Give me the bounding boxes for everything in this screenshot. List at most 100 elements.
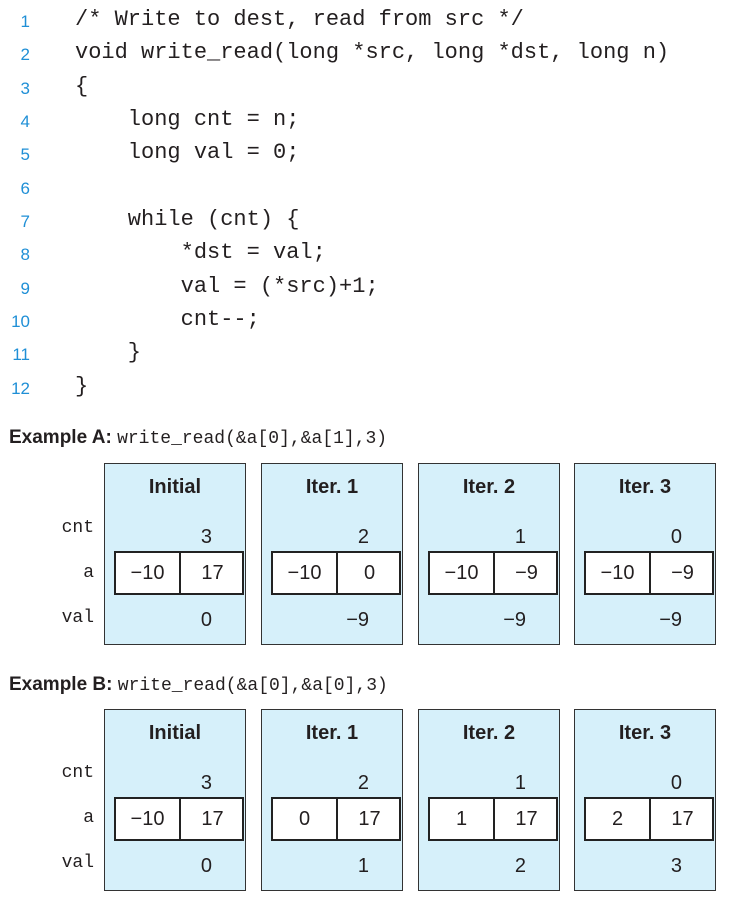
array-box: −10 0: [271, 551, 401, 595]
code-text: }: [75, 374, 89, 399]
val-value: −9: [659, 609, 682, 631]
code-line: 11 }: [0, 338, 742, 371]
cnt-value: 3: [200, 526, 212, 548]
cnt-value: 2: [357, 772, 369, 794]
array-cell-0: 0: [273, 799, 338, 839]
array-box: 1 17: [428, 797, 558, 841]
code-line: 9 val = (*src)+1;: [0, 272, 742, 305]
state-panel: Iter. 2 1 −10 −9 −9: [418, 463, 560, 645]
code-line: 4 long cnt = n;: [0, 105, 742, 138]
row-label-a: a: [83, 808, 94, 828]
array-cell-0: −10: [586, 553, 651, 593]
panel-title: Initial: [148, 476, 202, 498]
example-call: write_read(&a[0],&a[0],3): [117, 676, 388, 696]
array-box: 2 17: [584, 797, 714, 841]
array-cell-0: −10: [430, 553, 495, 593]
example-title: Example B: write_read(&a[0],&a[0],3): [9, 674, 388, 696]
row-label-val: val: [61, 608, 94, 628]
code-text: }: [75, 340, 142, 365]
row-label-cnt: cnt: [61, 763, 94, 783]
example-title: Example A: write_read(&a[0],&a[1],3): [9, 427, 387, 449]
array-box: −10 17: [114, 551, 244, 595]
row-label-cnt: cnt: [61, 518, 94, 538]
code-text: void write_read(long *src, long *dst, lo…: [75, 40, 670, 65]
example-call: write_read(&a[0],&a[1],3): [117, 429, 388, 449]
val-value: −9: [503, 609, 526, 631]
line-number: 9: [20, 279, 30, 298]
example-label: Example A:: [9, 427, 112, 448]
array-box: −10 −9: [584, 551, 714, 595]
val-value: 0: [200, 855, 212, 877]
code-text: long cnt = n;: [75, 107, 300, 132]
line-number: 3: [20, 79, 30, 98]
code-text: long val = 0;: [75, 140, 300, 165]
code-line: 10 cnt--;: [0, 305, 742, 338]
val-value: 1: [357, 855, 369, 877]
code-line: 1 /* Write to dest, read from src */: [0, 5, 742, 38]
code-line: 7 while (cnt) {: [0, 205, 742, 238]
array-cell-1: −9: [515, 562, 538, 584]
line-number: 11: [12, 345, 30, 364]
code-text: /* Write to dest, read from src */: [75, 7, 524, 32]
cnt-value: 0: [670, 772, 682, 794]
array-cell-0: −10: [273, 553, 338, 593]
panel-title: Iter. 2: [462, 476, 516, 498]
line-number: 5: [20, 145, 30, 164]
state-panel: Initial 3 −10 17 0: [104, 709, 246, 891]
val-value: 3: [670, 855, 682, 877]
example-label: Example B:: [9, 674, 113, 695]
array-cell-1: 0: [363, 562, 376, 584]
array-cell-0: −10: [116, 553, 181, 593]
code-line: 6: [0, 172, 742, 205]
panel-title: Iter. 3: [618, 476, 672, 498]
code-line: 2 void write_read(long *src, long *dst, l…: [0, 38, 742, 71]
code-text: while (cnt) {: [75, 207, 300, 232]
array-cell-1: 17: [671, 808, 694, 830]
panel-title: Iter. 1: [305, 722, 359, 744]
array-cell-0: 1: [430, 799, 495, 839]
array-box: −10 17: [114, 797, 244, 841]
array-cell-0: 2: [586, 799, 651, 839]
panel-title: Iter. 1: [305, 476, 359, 498]
cnt-value: 1: [514, 526, 526, 548]
cnt-value: 2: [357, 526, 369, 548]
code-text: *dst = val;: [75, 240, 326, 265]
val-value: 0: [200, 609, 212, 631]
line-number: 4: [20, 112, 30, 131]
panel-title: Initial: [148, 722, 202, 744]
state-panel: Initial 3 −10 17 0: [104, 463, 246, 645]
cnt-value: 1: [514, 772, 526, 794]
cnt-value: 0: [670, 526, 682, 548]
line-number: 8: [20, 245, 30, 264]
state-panel: Iter. 1 2 −10 0 −9: [261, 463, 403, 645]
state-panel: Iter. 3 0 −10 −9 −9: [574, 463, 716, 645]
panel-title: Iter. 2: [462, 722, 516, 744]
line-number: 2: [20, 45, 30, 64]
code-text: {: [75, 74, 89, 99]
row-label-a: a: [83, 563, 94, 583]
array-cell-1: 17: [515, 808, 538, 830]
line-number: 6: [20, 179, 30, 198]
code-line: 5 long val = 0;: [0, 138, 742, 171]
val-value: 2: [514, 855, 526, 877]
array-cell-1: 17: [201, 808, 224, 830]
line-number: 1: [20, 12, 30, 31]
panel-title: Iter. 3: [618, 722, 672, 744]
code-line: 12}: [0, 372, 742, 405]
array-cell-1: 17: [201, 562, 224, 584]
line-number: 12: [11, 379, 30, 398]
code-line: 8 *dst = val;: [0, 238, 742, 271]
cnt-value: 3: [200, 772, 212, 794]
array-cell-0: −10: [116, 799, 181, 839]
line-number: 7: [20, 212, 30, 231]
code-text: val = (*src)+1;: [75, 274, 379, 299]
val-value: −9: [346, 609, 369, 631]
array-box: −10 −9: [428, 551, 558, 595]
array-cell-1: −9: [671, 562, 694, 584]
row-label-val: val: [61, 853, 94, 873]
code-line: 3{: [0, 72, 742, 105]
